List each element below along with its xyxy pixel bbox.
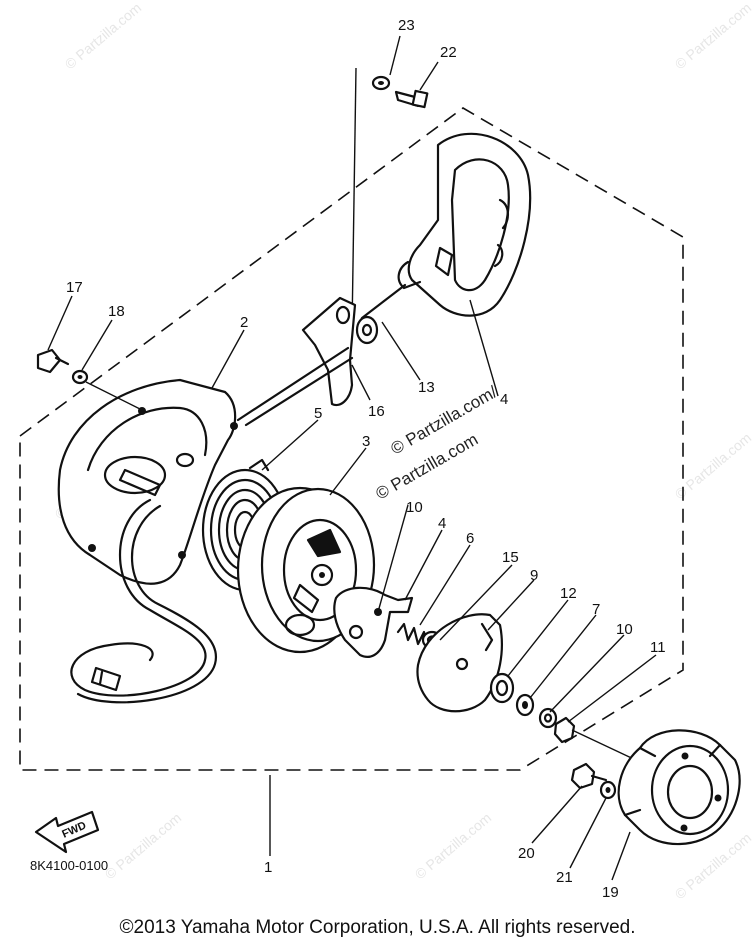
- washer-23: [371, 75, 391, 91]
- rope-guide-bracket-16: [301, 296, 379, 407]
- label-20: 20: [518, 845, 535, 862]
- watermark-top-right: © Partzilla.com: [672, 0, 755, 72]
- leader-23-tick: [389, 35, 401, 76]
- washer-21: [599, 780, 617, 800]
- label-15: 15: [502, 549, 519, 566]
- diagram-code: 8K4100-0100: [30, 858, 108, 873]
- starter-cup-19: [617, 729, 741, 846]
- copyright-notice: ©2013 Yamaha Motor Corporation, U.S.A. A…: [119, 917, 636, 938]
- wiring-cable: [70, 498, 207, 697]
- leader-axis-cup: [571, 729, 641, 763]
- label-13: 13: [418, 379, 435, 396]
- watermark-bottom-left: © Partzilla.com: [102, 809, 185, 882]
- label-23: 23: [398, 17, 415, 34]
- label-6: 6: [466, 530, 474, 547]
- bolt-20: [570, 762, 608, 790]
- washer-18: [71, 369, 89, 385]
- label-21: 21: [556, 869, 573, 886]
- cable-connector: [90, 666, 122, 692]
- label-4b: 4: [438, 515, 446, 532]
- leader-18: [81, 319, 113, 371]
- forward-arrow: FWD: [34, 810, 100, 854]
- ratchet-pawl-8: [333, 586, 414, 658]
- label-14: 4: [500, 391, 508, 408]
- nut-11: [553, 716, 576, 744]
- label-8: 10: [406, 499, 423, 516]
- starter-rope: [360, 283, 407, 320]
- wiring-cable-inner: [76, 504, 218, 704]
- label-7: 7: [592, 601, 600, 618]
- label-3: 3: [362, 433, 370, 450]
- guide-rod: [236, 346, 350, 422]
- label-leaders: [211, 299, 657, 881]
- part-labels: 23 22 17 18 2 13 4 16 5 3 10 4 6 15 9 12…: [66, 17, 666, 901]
- watermark-top-left: © Partzilla.com: [62, 0, 145, 72]
- spring-7: [515, 693, 535, 717]
- label-10: 10: [616, 621, 633, 638]
- label-1: 1: [264, 859, 272, 876]
- leader-22: [419, 61, 439, 91]
- label-9: 9: [530, 567, 538, 584]
- label-18: 18: [108, 303, 125, 320]
- leader-17: [47, 295, 73, 351]
- watermark-mid-right: © Partzilla.com: [672, 429, 755, 502]
- recoil-handle-14: [397, 132, 532, 317]
- label-19: 19: [602, 884, 619, 901]
- leader-bolt-housing: [85, 381, 143, 411]
- washer-10: [538, 707, 558, 729]
- friction-plate-9: [416, 613, 503, 713]
- label-12: 12: [560, 585, 577, 602]
- assembly-boundary: [19, 107, 684, 771]
- label-16: 16: [368, 403, 385, 420]
- bolt-17: [36, 348, 70, 374]
- label-22: 22: [440, 44, 457, 61]
- washer-12: [489, 672, 515, 704]
- label-5: 5: [314, 405, 322, 422]
- label-2: 2: [240, 314, 248, 331]
- pawl-spring-6: [396, 622, 430, 648]
- guide-rod-lower: [244, 356, 354, 427]
- leader-23: [351, 67, 357, 331]
- starter-housing-2: [57, 378, 238, 585]
- label-11: 11: [650, 639, 666, 656]
- watermark-bottom-center: © Partzilla.com: [412, 809, 495, 882]
- bolt-22: [394, 89, 429, 109]
- label-17: 17: [66, 279, 83, 296]
